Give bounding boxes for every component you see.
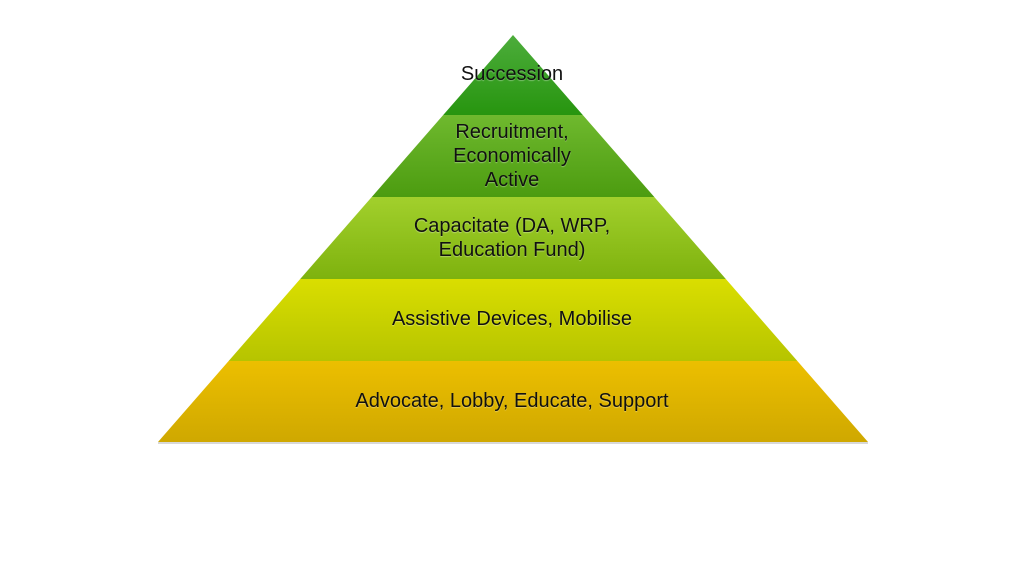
level-1-line: Succession <box>460 63 564 85</box>
level-2-line: Recruitment, <box>455 121 569 143</box>
level-1-label: Succession <box>0 62 1024 86</box>
level-2-label: Recruitment, Economically Active <box>0 120 1024 192</box>
level-5-line: Advocate, Lobby, Educate, Support <box>355 390 669 412</box>
level-2-line: Economically <box>453 145 571 167</box>
level-2-line: Active <box>484 169 540 191</box>
level-4-line: Assistive Devices, Mobilise <box>391 308 633 330</box>
level-3-line: Education Fund) <box>438 239 586 261</box>
level-5-label: Advocate, Lobby, Educate, Support <box>0 389 1024 413</box>
level-3-label: Capacitate (DA, WRP, Education Fund) <box>0 214 1024 262</box>
level-3-line: Capacitate (DA, WRP, <box>413 215 611 237</box>
pyramid-level-5 <box>158 361 868 442</box>
level-4-label: Assistive Devices, Mobilise <box>0 307 1024 331</box>
